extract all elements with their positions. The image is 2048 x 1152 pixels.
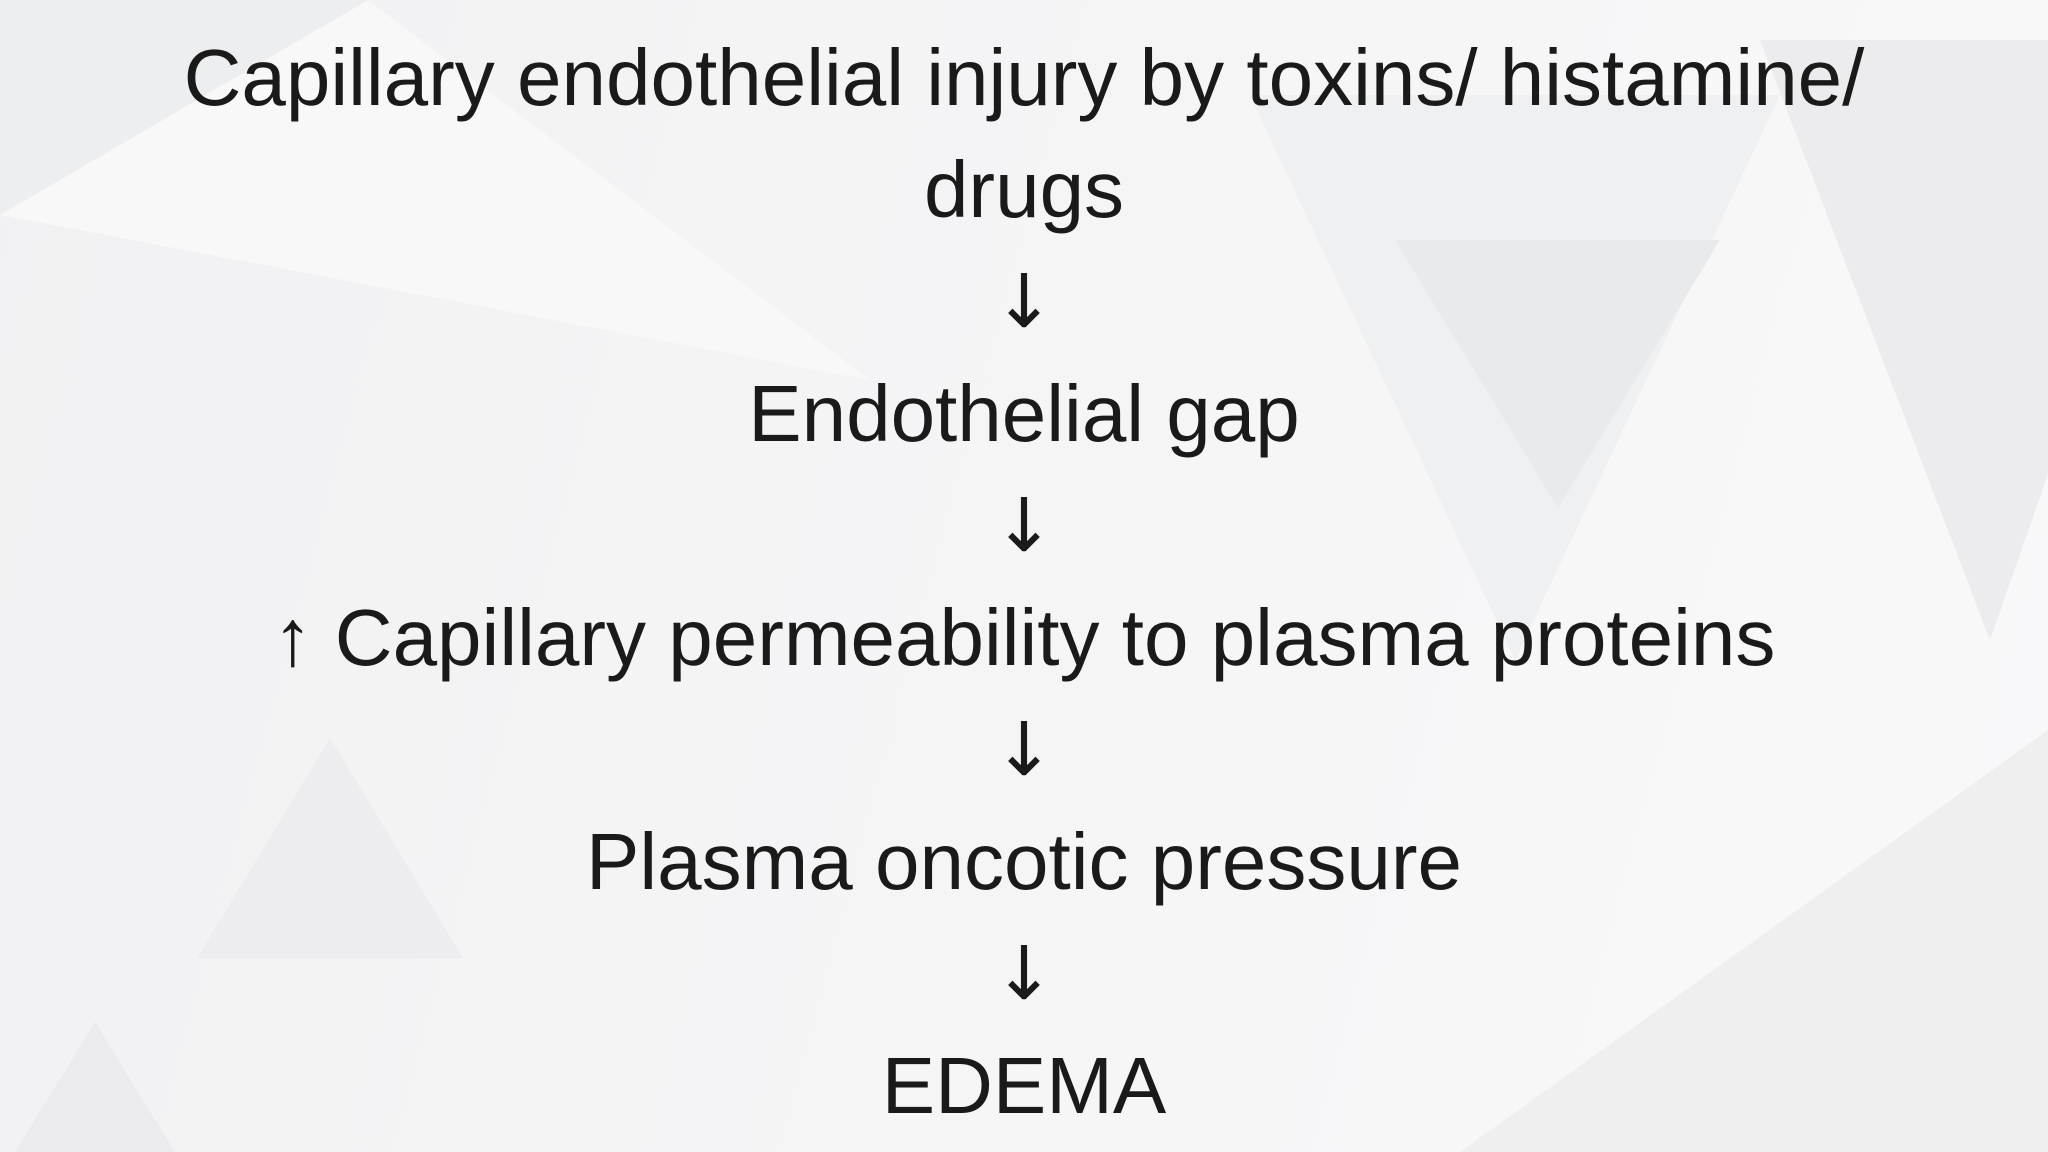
down-arrow-icon-4: ↓ (992, 931, 1055, 1017)
step-cause-line-2: drugs (923, 145, 1125, 234)
step-cause-line-1: Capillary endothelial injury by toxins/ … (183, 33, 1865, 122)
triangle-right-dark (1395, 240, 1720, 508)
triangle-far-right (1760, 40, 2048, 640)
triangle-top-left-wedge (0, 0, 368, 215)
down-arrow-icon-3: ↓ (992, 707, 1055, 793)
triangle-bottom-left-large (197, 738, 463, 958)
down-arrow-icon-2: ↓ (992, 483, 1055, 569)
triangle-bottom-left-small (15, 1022, 175, 1152)
step-increased-capillary-permeability: ↑ Capillary permeability to plasma prote… (272, 593, 1776, 682)
triangle-top-left-band (0, 0, 870, 380)
down-arrow-icon-1: ↓ (992, 259, 1055, 345)
step-endothelial-gap: Endothelial gap (748, 369, 1300, 458)
step-edema: EDEMA (881, 1041, 1167, 1130)
step-plasma-oncotic-pressure: Plasma oncotic pressure (586, 817, 1462, 906)
triangle-bottom-right-band (1460, 730, 2048, 1152)
